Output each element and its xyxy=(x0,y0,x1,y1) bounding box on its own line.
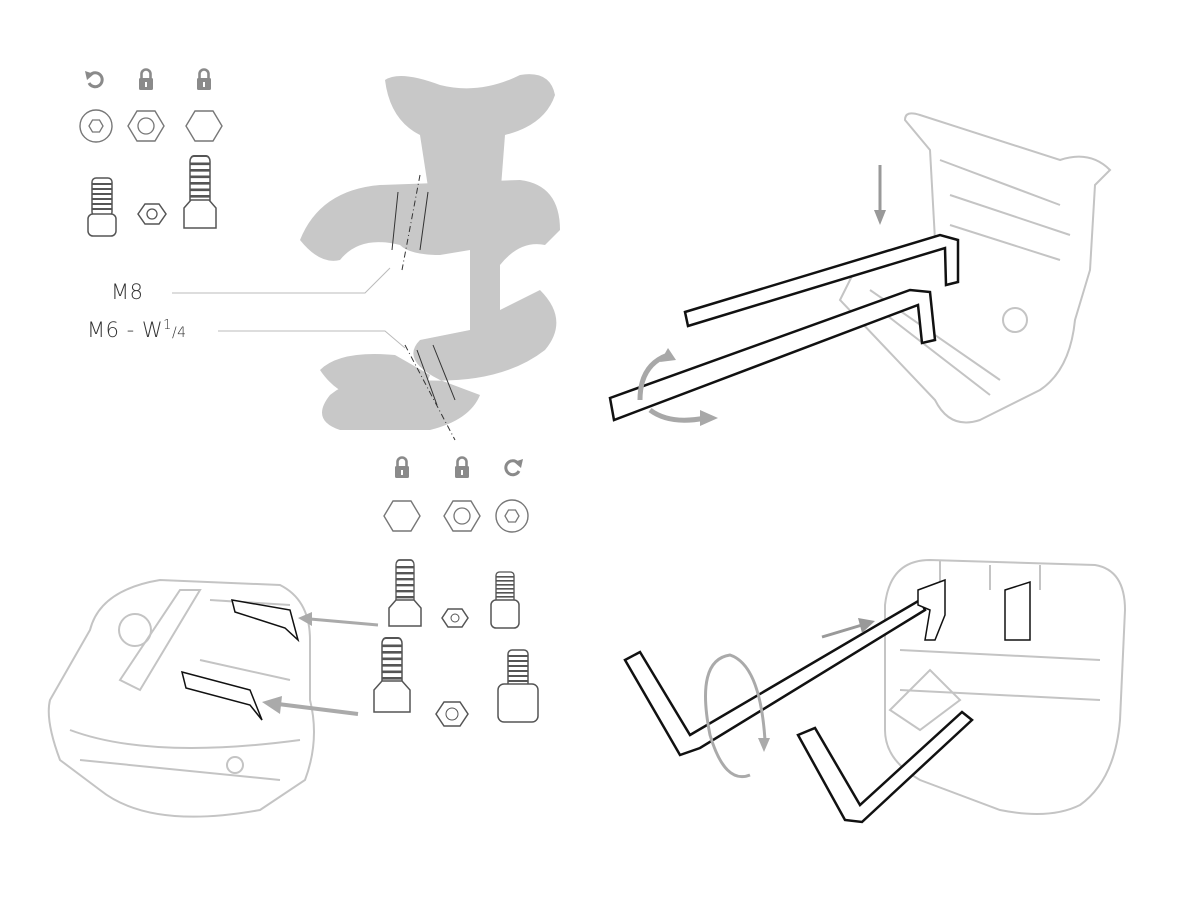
rotation-arrowhead xyxy=(660,348,676,362)
socket-bolt-large xyxy=(497,649,539,723)
rotate-cw-icon xyxy=(504,459,523,477)
nut-large xyxy=(435,701,469,727)
lock-icon xyxy=(393,456,411,480)
lock-icon xyxy=(137,68,155,92)
socket-head-icon xyxy=(495,499,529,533)
rotation-arrowhead xyxy=(700,410,718,426)
hex-key-lower xyxy=(608,288,937,422)
socket-bolt xyxy=(87,177,117,237)
rotation-arrowhead xyxy=(758,738,770,752)
socket-bolt-small xyxy=(490,571,520,629)
fraction-numerator: 1 xyxy=(163,318,172,333)
hex-bolt xyxy=(183,154,217,229)
hex-bolt-large xyxy=(373,636,411,713)
hex-head-icon xyxy=(383,500,421,532)
hex-key-upper xyxy=(683,233,960,328)
insert-arrow-left-icon xyxy=(262,612,379,716)
insert-marker xyxy=(180,599,300,721)
rotate-ccw-icon xyxy=(85,71,104,89)
hex-bolt-small xyxy=(388,558,422,627)
thread-label-m8: M8 xyxy=(111,280,144,304)
hex-key-long xyxy=(623,598,927,757)
hex-head-icon xyxy=(185,110,223,142)
bottom-right-device xyxy=(884,558,1127,815)
nut-small xyxy=(441,608,469,628)
socket-head-icon xyxy=(79,109,113,143)
hex-nut-icon xyxy=(443,500,481,532)
rotation-ring xyxy=(704,653,767,778)
clamp-silhouette xyxy=(300,74,560,430)
thread-label-m6-text: M6 - W xyxy=(87,318,164,342)
insert-arrow-right-icon xyxy=(821,618,875,639)
insert-arrow-down-icon xyxy=(874,165,886,225)
nut xyxy=(137,203,167,225)
hex-key-short xyxy=(796,710,974,824)
thread-axis-lines xyxy=(391,174,456,441)
fraction-denominator: /4 xyxy=(171,325,187,341)
top-icon-group xyxy=(79,68,223,237)
lock-icon xyxy=(453,456,471,480)
hex-nut-icon xyxy=(127,110,165,142)
marker-tabs xyxy=(917,578,1031,641)
top-right-device xyxy=(838,112,1112,424)
lock-icon xyxy=(195,68,213,92)
bottom-icon-group xyxy=(373,456,539,727)
thread-label-m6: M6 - W1/4 xyxy=(87,318,187,342)
leader-lines xyxy=(172,267,406,349)
